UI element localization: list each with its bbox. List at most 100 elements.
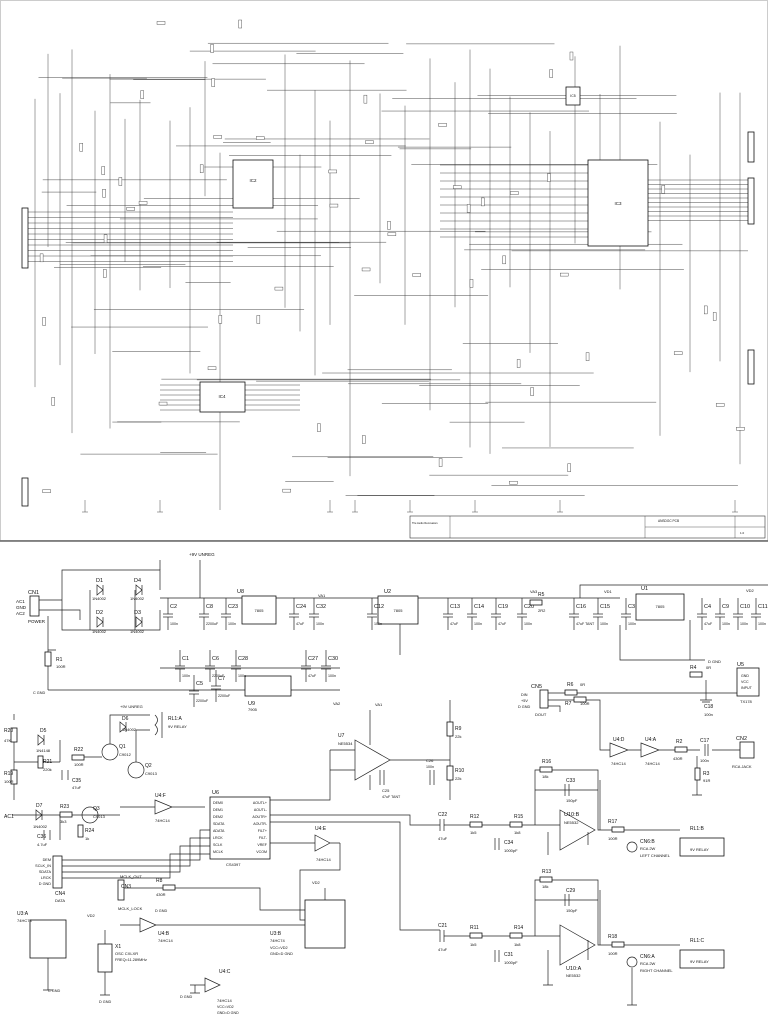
r5-value: 2R2 bbox=[538, 608, 546, 613]
r22-value: 100R bbox=[74, 762, 84, 767]
resistor-r13 bbox=[539, 876, 553, 883]
cn5-label: DOUT bbox=[535, 712, 547, 717]
c22-value: 47uF bbox=[438, 836, 448, 841]
u5-ref: U5 bbox=[737, 662, 744, 668]
u8-ref: U8 bbox=[237, 589, 244, 595]
c21-value: 47uF bbox=[438, 947, 448, 952]
resistor-r21 bbox=[37, 755, 44, 769]
ic2-box bbox=[232, 159, 274, 209]
u4b-value: 74HC14 bbox=[158, 938, 173, 943]
dac-u6 bbox=[209, 796, 271, 860]
r18-ref: R18 bbox=[608, 934, 617, 940]
left-filter-wiring bbox=[439, 769, 612, 855]
c29-ref: C29 bbox=[566, 888, 575, 894]
cap-ref: C8 bbox=[206, 604, 213, 610]
cn2-value: RCA JACK bbox=[732, 764, 752, 769]
resistor-r4 bbox=[689, 671, 703, 678]
r13-ref: R13 bbox=[542, 869, 551, 875]
r15-value: 1k8 bbox=[514, 830, 521, 835]
svg-text:D4: D4 bbox=[134, 578, 141, 584]
r5-ref: R5 bbox=[538, 592, 545, 598]
cap-ref: C28 bbox=[238, 656, 248, 662]
u9-value: 7905 bbox=[248, 707, 258, 712]
resistor-r19 bbox=[10, 769, 18, 785]
q3-ref: Q3 bbox=[93, 806, 100, 812]
cn5-pin-2: D GND bbox=[518, 705, 530, 709]
u6-right-pin: FILT+ bbox=[258, 829, 267, 833]
c29-symbol bbox=[564, 894, 570, 906]
cap-value: 100n bbox=[228, 622, 236, 626]
cn5-connector bbox=[539, 689, 549, 709]
c26-value: 100n bbox=[426, 765, 434, 769]
u6-right-pin: FILT- bbox=[259, 836, 268, 840]
left-edge-connector bbox=[21, 207, 29, 269]
r10-ref: R10 bbox=[455, 768, 464, 774]
d7-value: 1N4002 bbox=[33, 824, 48, 829]
c34-value: 1000pF bbox=[504, 848, 518, 853]
cap-ref: C19 bbox=[498, 604, 508, 610]
c17-ref: C17 bbox=[700, 738, 709, 744]
cap-ref: C1 bbox=[182, 656, 189, 662]
c34-ref: C34 bbox=[504, 840, 513, 846]
flipflop-u3b bbox=[304, 899, 346, 949]
c29-value: 150pF bbox=[566, 908, 578, 913]
cap-ref: C5 bbox=[196, 681, 203, 687]
rl1b-ref: RL1:B bbox=[690, 826, 705, 832]
c31-symbol bbox=[494, 950, 500, 962]
regulator-u1 bbox=[635, 593, 685, 621]
diode-d6 bbox=[119, 721, 127, 733]
x1-wiring bbox=[100, 930, 110, 996]
dgnd-label-3: D GND bbox=[180, 995, 192, 999]
regulator-u2 bbox=[377, 595, 419, 625]
unreg-rail-label: +9V UNREG bbox=[189, 552, 215, 557]
cap-ref: C15 bbox=[600, 604, 610, 610]
c22-ref: C22 bbox=[438, 812, 447, 818]
cn5-pin-0: DIN bbox=[521, 693, 528, 697]
cap-ref: C11 bbox=[758, 604, 768, 610]
x1-value: OSC CXLXR bbox=[115, 951, 138, 956]
u3b-ref: U3:B bbox=[270, 931, 282, 937]
r1-value: 100R bbox=[56, 664, 66, 669]
u5-module bbox=[736, 667, 760, 697]
u6-ref: U6 bbox=[212, 790, 219, 796]
ic4-box bbox=[199, 381, 246, 413]
cap-ref: C30 bbox=[328, 656, 338, 662]
r16-ref: R16 bbox=[542, 759, 551, 765]
resistor-r17 bbox=[611, 826, 625, 833]
transistor-q2 bbox=[127, 761, 145, 779]
x1-ref: X1 bbox=[115, 944, 121, 950]
resistor-r22 bbox=[71, 754, 85, 761]
cn4-pin: SCLK_IN bbox=[35, 864, 51, 868]
cap-value: 100n bbox=[740, 622, 748, 626]
cap-ref: C23 bbox=[228, 604, 238, 610]
dac-section: U4:F 74HC14 U6 CS4397 DEM0DEM1DEM2SDATAA… bbox=[17, 700, 464, 1015]
cn4-pin: SDATA bbox=[39, 870, 52, 874]
cap-ref: C9 bbox=[722, 604, 729, 610]
cap-value: 100n bbox=[170, 622, 178, 626]
output-left-section: C22 47uF R12 1k5 R15 1k8 R16 18k C33 150… bbox=[438, 759, 725, 858]
resistor-r23 bbox=[59, 811, 73, 818]
resistor-r9 bbox=[446, 721, 454, 737]
resistor-r24 bbox=[77, 824, 84, 838]
ic5-box bbox=[565, 86, 581, 106]
r11-value: 1k5 bbox=[470, 942, 477, 947]
u1-ref: U1 bbox=[641, 586, 648, 592]
ic4-label: IC4 bbox=[218, 394, 226, 399]
cn4-pin: D GND bbox=[39, 882, 51, 886]
r12-value: 1k5 bbox=[470, 830, 477, 835]
r24-value: 1k bbox=[85, 836, 89, 841]
rail-vd1-label: VD1 bbox=[604, 589, 613, 594]
u6-right-pin: AOUTL- bbox=[254, 808, 268, 812]
cn3-ref: CN3 bbox=[121, 884, 131, 890]
cap-value: 2200uF bbox=[218, 694, 231, 698]
power-capacitors: C2100nC82200uFC23100nC2447uFC32100nC1210… bbox=[163, 598, 768, 707]
c25-value: 47uF TANT bbox=[382, 795, 401, 799]
u6-right-pin: VCOM bbox=[256, 850, 267, 854]
